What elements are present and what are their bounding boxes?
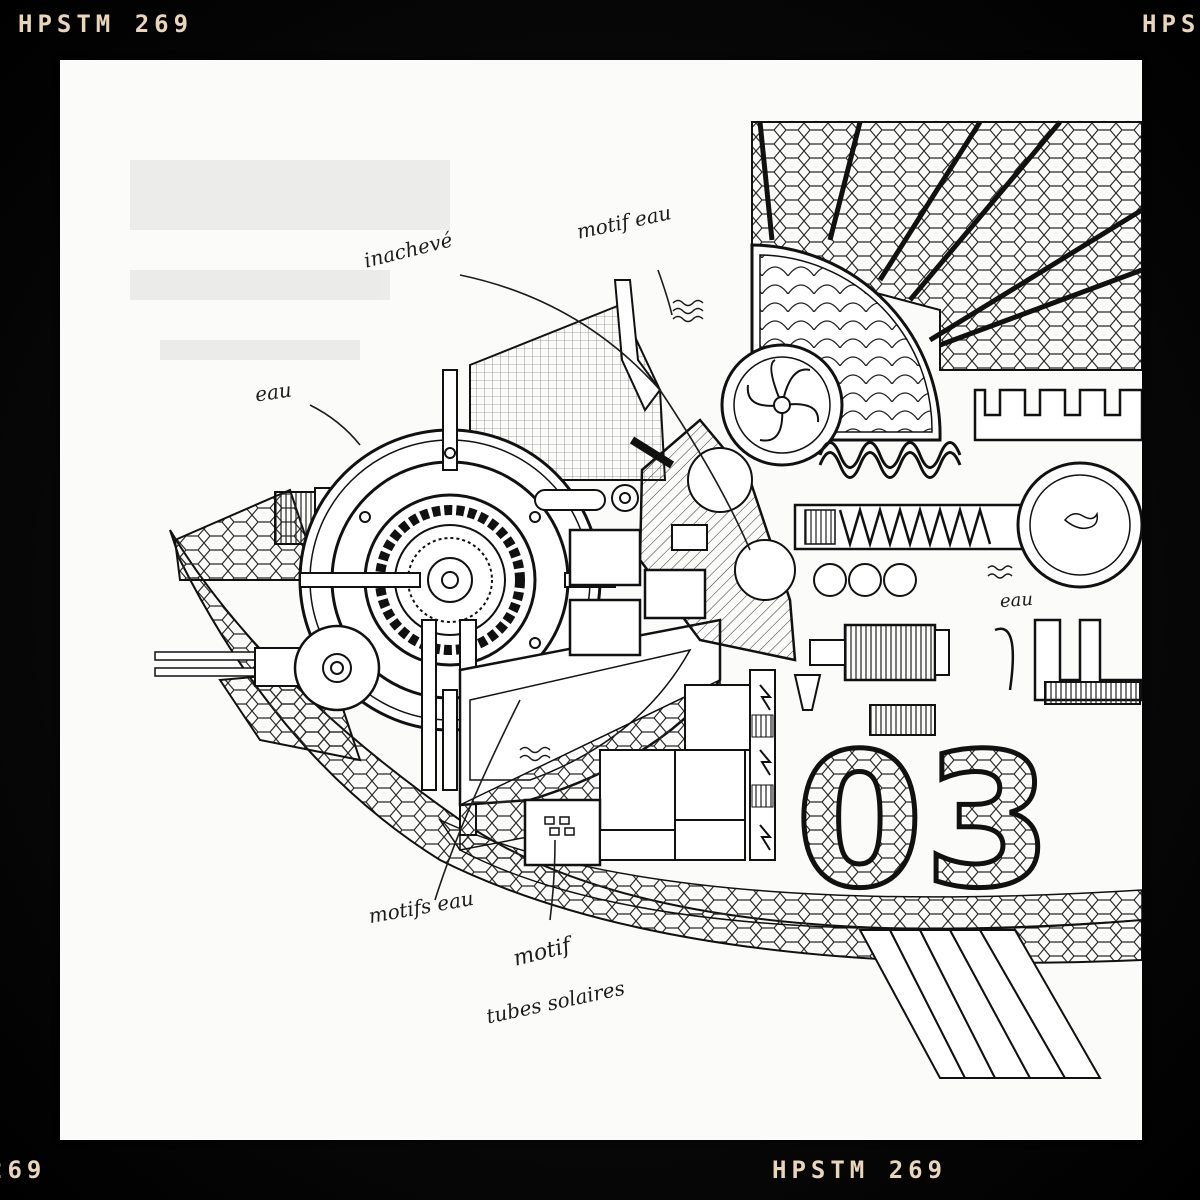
- film-edge-code-bottom-left: 269: [0, 1156, 47, 1184]
- solar-tubes-fin: [858, 929, 1102, 1079]
- mechanical-fish-drawing: 03: [130, 120, 1142, 1079]
- annotation-leader-lines: [309, 269, 751, 921]
- tail-fin-upper: [751, 120, 1142, 371]
- comb-structure-lower: [1033, 618, 1142, 705]
- machinery-boxes: [534, 484, 708, 657]
- electric-motor: [793, 623, 1015, 736]
- svg-text:03: 03: [795, 713, 1052, 929]
- lower-block-grid: [523, 684, 751, 867]
- film-edge-code-top-left: HPSTM 269: [18, 10, 194, 38]
- technical-drawing-sheet: 03 inachevé motif eau eau eau motifs eau…: [60, 60, 1142, 1140]
- coiled-pipe: [818, 441, 962, 479]
- ghost-background-marks: [130, 160, 450, 360]
- water-wave-marks: [519, 299, 1013, 762]
- comb-structure-upper: [973, 388, 1142, 442]
- annotation-eau-right: eau: [999, 588, 1034, 613]
- fan-turbine: [720, 343, 844, 467]
- annotation-eau-left: eau: [253, 377, 294, 407]
- film-edge-code-bottom-right: HPSTM 269: [772, 1156, 948, 1184]
- bead-chain: [813, 563, 917, 597]
- battery-column: [749, 669, 776, 861]
- globe-sphere: [1016, 461, 1142, 589]
- main-eye-mechanism: [298, 369, 616, 791]
- film-edge-code-top-right: HPS: [1142, 10, 1200, 38]
- number-label-03: 03: [793, 711, 1055, 932]
- spring-cylinder: [793, 503, 1027, 551]
